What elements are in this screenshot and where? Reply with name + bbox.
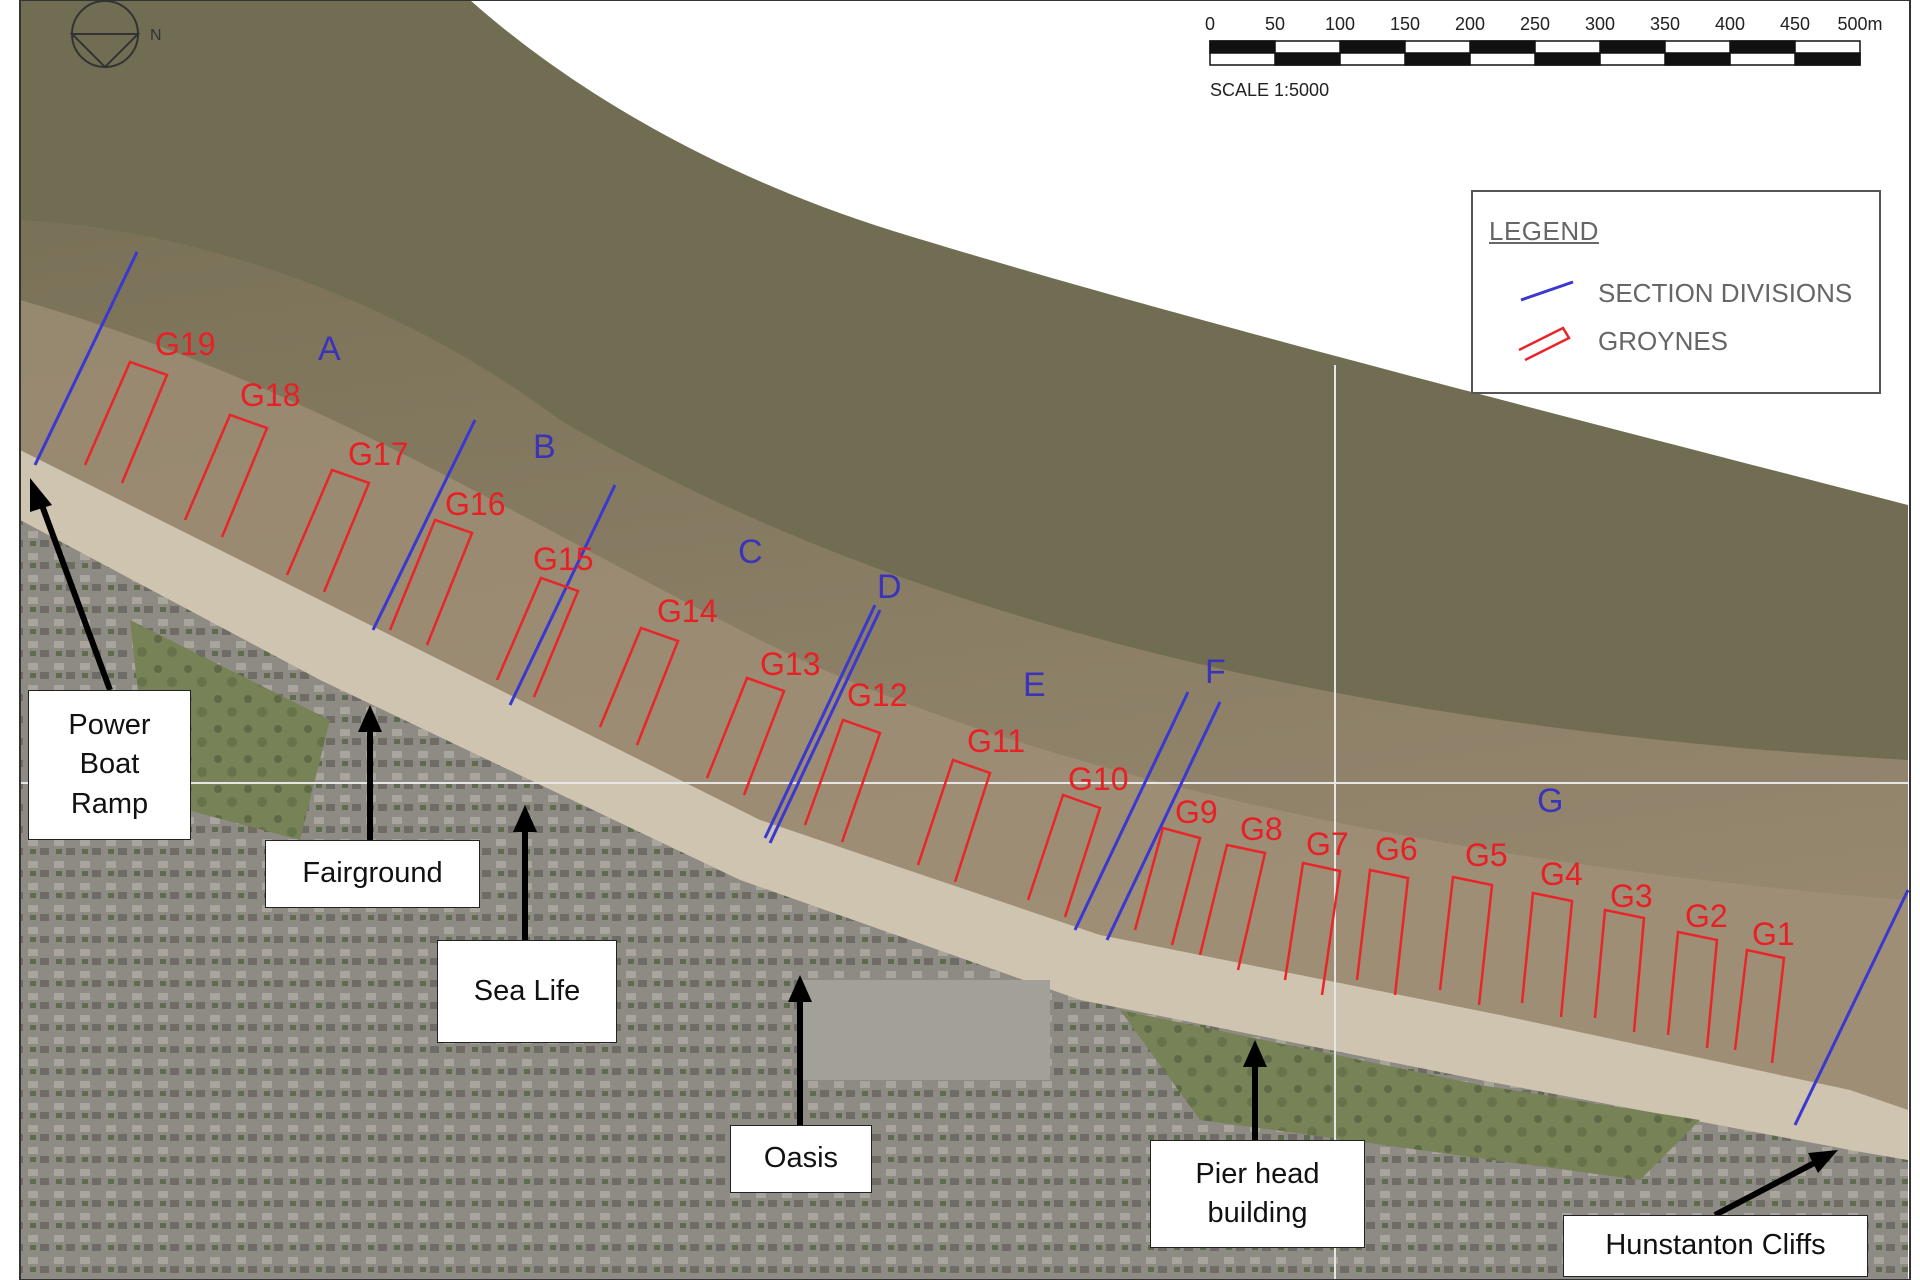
section-line-ef-2: [1105, 701, 1222, 941]
scale-tick-300: 300: [1585, 14, 1615, 34]
groyne-g12: [803, 718, 882, 843]
groyne-g3: [1593, 908, 1646, 1033]
arrow-hunstanton-cliffs: [1713, 1157, 1822, 1218]
groyne-label-g10: G10: [1068, 761, 1128, 797]
arrowhead-fairground: [358, 705, 382, 732]
section-line-cd-2: [768, 609, 882, 844]
scale-bar: 0 50 100 150 200 250 300 350 400 450 500…: [1200, 8, 1900, 103]
groyne-g7: [1283, 861, 1342, 996]
groyne-label-g4: G4: [1540, 856, 1583, 892]
groyne-g13: [705, 676, 786, 796]
section-line-g-end: [1793, 889, 1910, 1126]
groyne-g14: [598, 626, 680, 746]
callout-hunstanton-cliffs: Hunstanton Cliffs: [1563, 1215, 1868, 1277]
section-line-a-start: [33, 251, 139, 466]
scale-tick-50: 50: [1265, 14, 1285, 34]
blue-line-icon: [1520, 280, 1574, 302]
legend-label-groynes: GROYNES: [1598, 326, 1729, 356]
scale-tick-150: 150: [1390, 14, 1420, 34]
green-park: [1120, 1010, 1700, 1180]
groyne-g10: [1026, 793, 1102, 918]
section-label-e: E: [1023, 666, 1046, 704]
arrowhead-power-boat-ramp: [30, 478, 52, 512]
beach-strip: [20, 450, 1908, 1160]
groyne-label-g12: G12: [847, 677, 907, 713]
groyne-g17: [285, 468, 371, 593]
section-label-a: A: [318, 330, 341, 368]
arrowhead-pier-head: [1243, 1040, 1267, 1067]
arrow-power-boat-ramp: [37, 498, 113, 692]
groyne-g19: [83, 360, 169, 484]
legend-label-section-divisions: SECTION DIVISIONS: [1598, 278, 1853, 308]
scale-tick-0: 0: [1205, 14, 1215, 34]
section-label-f: F: [1205, 653, 1226, 691]
scale-tick-450: 450: [1780, 14, 1810, 34]
arrowhead-sea-life: [513, 805, 537, 832]
scale-tick-100: 100: [1325, 14, 1355, 34]
groyne-label-g18: G18: [240, 377, 300, 413]
groyne-label-g19: G19: [155, 326, 215, 362]
map-frame: [19, 0, 1911, 1280]
callout-power-boat-ramp: Power Boat Ramp: [28, 690, 191, 840]
groyne-label-g9: G9: [1175, 794, 1218, 830]
callout-oasis: Oasis: [730, 1125, 872, 1193]
legend-item-section-divisions: SECTION DIVISIONS: [1473, 272, 1879, 312]
section-line-cd-1: [763, 604, 877, 839]
section-line-bc: [508, 484, 617, 706]
callout-fairground: Fairground: [265, 840, 480, 908]
section-label-d: D: [877, 568, 902, 606]
section-label-c: C: [738, 533, 763, 571]
scale-label: SCALE 1:5000: [1210, 80, 1329, 100]
groyne-label-g17: G17: [348, 436, 408, 472]
section-divisions: [33, 251, 1910, 1126]
groyne-label-g15: G15: [533, 541, 593, 577]
legend-title: LEGEND: [1489, 216, 1599, 246]
callout-pier-head-building: Pier head building: [1150, 1140, 1365, 1248]
arrowhead-oasis: [788, 975, 812, 1002]
groyne-g5: [1438, 875, 1494, 1006]
groyne-g4: [1520, 891, 1574, 1018]
car-park: [800, 980, 1050, 1080]
callout-sea-life: Sea Life: [437, 940, 617, 1043]
legend-item-groynes: GROYNES: [1473, 320, 1879, 362]
scale-tick-500: 500m: [1837, 14, 1882, 34]
groyne-label-g1: G1: [1752, 916, 1795, 952]
groyne-g18: [183, 413, 269, 538]
section-line-ab: [371, 419, 477, 631]
section-label-g: G: [1537, 782, 1563, 820]
groyne-g6: [1355, 868, 1410, 996]
groyne-g9: [1133, 826, 1202, 946]
scale-tick-400: 400: [1715, 14, 1745, 34]
callout-arrows: [30, 478, 1838, 1218]
groyne-label-g13: G13: [760, 646, 820, 682]
arrowhead-hunstanton-cliffs: [1808, 1150, 1838, 1173]
groyne-g1: [1733, 948, 1786, 1064]
legend: LEGEND SECTION DIVISIONS GROYNES: [1471, 190, 1881, 394]
scale-tick-350: 350: [1650, 14, 1680, 34]
groyne-outline-icon: [1518, 326, 1571, 362]
groyne-g11: [916, 758, 992, 883]
groyne-label-g6: G6: [1375, 831, 1418, 867]
groyne-g2: [1666, 930, 1719, 1049]
groynes: [83, 360, 1786, 1064]
groyne-g15: [495, 576, 580, 698]
groyne-label-g14: G14: [657, 593, 717, 629]
section-line-ef-1: [1073, 691, 1190, 931]
groyne-label-g2: G2: [1685, 898, 1728, 934]
groyne-label-g7: G7: [1306, 826, 1349, 862]
svg-text:N: N: [150, 27, 162, 44]
groyne-label-g5: G5: [1465, 837, 1508, 873]
groyne-label-g3: G3: [1610, 878, 1653, 914]
groyne-g16: [388, 518, 474, 646]
groyne-label-g11: G11: [967, 723, 1025, 759]
scale-tick-200: 200: [1455, 14, 1485, 34]
groyne-label-g8: G8: [1240, 811, 1283, 847]
groyne-label-g16: G16: [445, 486, 505, 522]
groyne-g8: [1198, 843, 1267, 971]
section-label-b: B: [533, 428, 556, 466]
scale-tick-250: 250: [1520, 14, 1550, 34]
scale-bar-blocks: [1209, 40, 1861, 66]
